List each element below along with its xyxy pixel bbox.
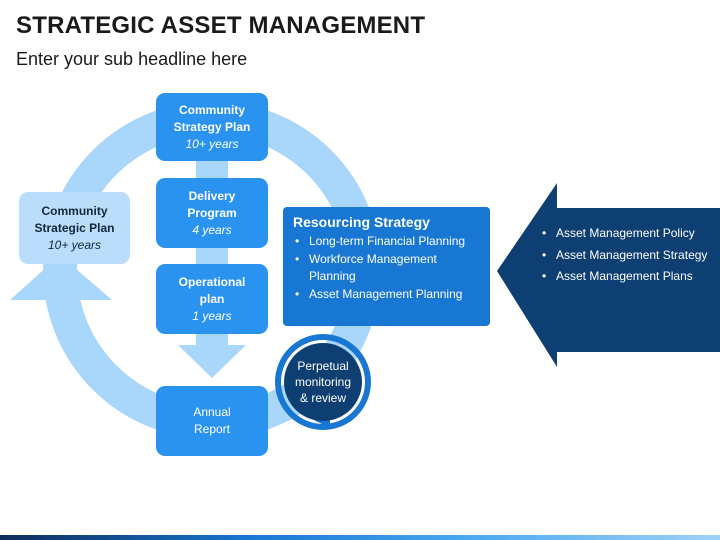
bottom-accent-bar (0, 535, 720, 540)
community-strategy-plan-line2: Strategy Plan (173, 119, 251, 134)
asset-management-item: Asset Management Strategy (540, 247, 715, 265)
annual-report-box: Annual Report (156, 386, 268, 456)
asset-management-list: Asset Management Policy Asset Management… (540, 225, 715, 290)
cycle-arrowhead (10, 255, 112, 300)
resourcing-item: Workforce Management Planning (293, 251, 480, 286)
resourcing-item: Asset Management Planning (293, 286, 480, 304)
down-arrowhead (178, 345, 246, 378)
asset-management-item: Asset Management Policy (540, 225, 715, 243)
community-strategy-plan-box: Community Strategy Plan 10+ years (156, 93, 268, 161)
operational-plan-line2: plan (199, 291, 225, 306)
perpetual-monitoring-circle: Perpetual monitoring & review (284, 343, 362, 421)
community-strategic-plan-line2: Strategic Plan (34, 220, 115, 235)
page-subtitle: Enter your sub headline here (16, 49, 248, 69)
operational-plan-line1: Operational (178, 274, 246, 289)
community-strategic-plan-line1: Community (41, 203, 108, 218)
resourcing-item: Long-term Financial Planning (293, 233, 480, 251)
community-strategic-plan-box: Community Strategic Plan 10+ years (19, 192, 130, 264)
perpetual-ring (275, 334, 371, 430)
annual-report-line2: Report (193, 422, 231, 436)
resourcing-strategy-heading: Resourcing Strategy (293, 214, 430, 230)
delivery-program-duration: 4 years (192, 222, 232, 237)
annual-report-line1: Annual (193, 405, 231, 419)
delivery-program-line1: Delivery (188, 188, 236, 203)
page-title: STRATEGIC ASSET MANAGEMENT (16, 12, 426, 39)
community-strategy-plan-duration: 10+ years (185, 136, 239, 151)
delivery-program-box: Delivery Program 4 years (156, 178, 268, 248)
perpetual-line1: Perpetual (297, 359, 349, 373)
community-strategic-plan-duration: 10+ years (47, 237, 102, 252)
operational-plan-duration: 1 years (192, 308, 232, 323)
perpetual-line2: monitoring (294, 375, 352, 389)
community-strategy-plan-line1: Community (179, 102, 245, 117)
resourcing-list: Long-term Financial Planning Workforce M… (293, 233, 480, 303)
perpetual-line3: & review (299, 391, 346, 405)
operational-plan-box: Operational plan 1 years (156, 264, 268, 334)
delivery-program-line2: Program (187, 205, 237, 220)
resourcing-strategy-box: Resourcing Strategy Long-term Financial … (283, 207, 490, 326)
asset-management-item: Asset Management Plans (540, 268, 715, 286)
